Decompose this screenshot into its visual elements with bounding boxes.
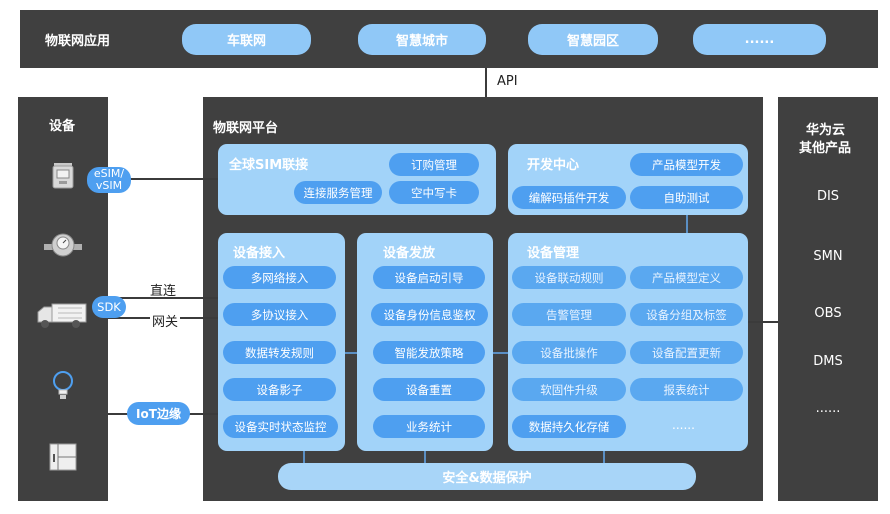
security-connector-2 xyxy=(424,451,426,464)
esim-connector-line xyxy=(108,178,218,180)
water-meter-icon xyxy=(42,230,84,260)
truck-icon xyxy=(36,302,88,330)
app-pill-smart-city[interactable]: 智慧城市 xyxy=(358,24,486,55)
app-pill-more[interactable]: ...... xyxy=(693,24,826,55)
device-panel: 设备 xyxy=(18,97,108,501)
firmware-upgrade-button[interactable]: 软固件升级 xyxy=(512,378,626,401)
security-data-protection-bar[interactable]: 安全&数据保护 xyxy=(278,463,696,490)
iot-applications-bar: 物联网应用 车联网 智慧城市 智慧园区 ...... xyxy=(20,10,878,68)
product-obs[interactable]: OBS xyxy=(814,306,842,321)
subscription-management-button[interactable]: 订购管理 xyxy=(389,153,479,176)
device-access-title: 设备接入 xyxy=(233,246,286,261)
api-label: API xyxy=(497,74,518,89)
api-connector-line xyxy=(485,68,487,98)
cabinet-icon xyxy=(49,443,77,471)
bootstrap-button[interactable]: 设备启动引导 xyxy=(373,266,485,289)
huawei-cloud-title-line2: 其他产品 xyxy=(799,141,852,156)
codec-plugin-dev-button[interactable]: 编解码插件开发 xyxy=(512,186,626,209)
huawei-cloud-panel: 华为云 其他产品 DIS SMN OBS DMS ...... xyxy=(778,97,878,501)
multi-protocol-access-button[interactable]: 多协议接入 xyxy=(223,303,336,326)
light-bulb-icon xyxy=(51,370,75,402)
product-more[interactable]: ...... xyxy=(815,401,841,416)
linkage-rules-button[interactable]: 设备联动规则 xyxy=(512,266,626,289)
product-model-dev-button[interactable]: 产品模型开发 xyxy=(630,153,743,176)
dev-center-title: 开发中心 xyxy=(527,158,580,173)
realtime-status-monitor-button[interactable]: 设备实时状态监控 xyxy=(223,415,338,438)
self-test-button[interactable]: 自助测试 xyxy=(630,186,743,209)
iot-edge-tag: IoT边缘 xyxy=(127,402,190,425)
security-connector-1 xyxy=(303,451,305,464)
device-reset-button[interactable]: 设备重置 xyxy=(373,378,485,401)
device-group-tags-button[interactable]: 设备分组及标签 xyxy=(630,303,743,326)
device-provisioning-title: 设备发放 xyxy=(383,246,436,261)
huawei-cloud-title-line1: 华为云 xyxy=(806,123,846,138)
iot-platform-title: 物联网平台 xyxy=(213,121,279,136)
app-pill-internet-of-vehicles[interactable]: 车联网 xyxy=(182,24,311,55)
product-dms[interactable]: DMS xyxy=(813,354,843,369)
multi-network-access-button[interactable]: 多网络接入 xyxy=(223,266,336,289)
product-model-definition-button[interactable]: 产品模型定义 xyxy=(630,266,743,289)
sdk-tag: SDK xyxy=(92,296,126,318)
alarm-management-button[interactable]: 告警管理 xyxy=(512,303,626,326)
report-statistics-button[interactable]: 报表统计 xyxy=(630,378,743,401)
management-more-label: ...... xyxy=(672,418,695,432)
persistent-storage-button[interactable]: 数据持久化存储 xyxy=(512,415,626,438)
global-sim-title: 全球SIM联接 xyxy=(229,158,309,173)
batch-operation-button[interactable]: 设备批操作 xyxy=(512,341,626,364)
product-dis[interactable]: DIS xyxy=(816,189,840,204)
direct-connection-line xyxy=(108,297,218,299)
provision-to-management-connector xyxy=(493,352,508,354)
access-to-provision-connector xyxy=(345,352,357,354)
app-pill-smart-park[interactable]: 智慧园区 xyxy=(528,24,658,55)
connection-service-management-button[interactable]: 连接服务管理 xyxy=(294,181,382,204)
iot-applications-title: 物联网应用 xyxy=(45,34,111,49)
platform-to-cloud-connector xyxy=(748,321,778,323)
config-update-button[interactable]: 设备配置更新 xyxy=(630,341,743,364)
device-panel-title: 设备 xyxy=(49,119,76,134)
smart-provision-policy-button[interactable]: 智能发放策略 xyxy=(373,341,485,364)
business-statistics-button[interactable]: 业务统计 xyxy=(373,415,485,438)
identity-auth-button[interactable]: 设备身份信息鉴权 xyxy=(371,303,488,326)
ota-card-write-button[interactable]: 空中写卡 xyxy=(389,181,479,204)
security-connector-3 xyxy=(603,451,605,464)
esim-tag: eSIM/ vSIM xyxy=(87,167,131,193)
device-management-title: 设备管理 xyxy=(527,246,580,261)
direct-connection-label: 直连 xyxy=(150,284,177,299)
gas-meter-icon xyxy=(51,162,75,190)
data-forwarding-rules-button[interactable]: 数据转发规则 xyxy=(223,341,336,364)
device-shadow-button[interactable]: 设备影子 xyxy=(223,378,336,401)
product-smn[interactable]: SMN xyxy=(813,249,843,264)
gateway-connection-label: 网关 xyxy=(150,311,181,330)
